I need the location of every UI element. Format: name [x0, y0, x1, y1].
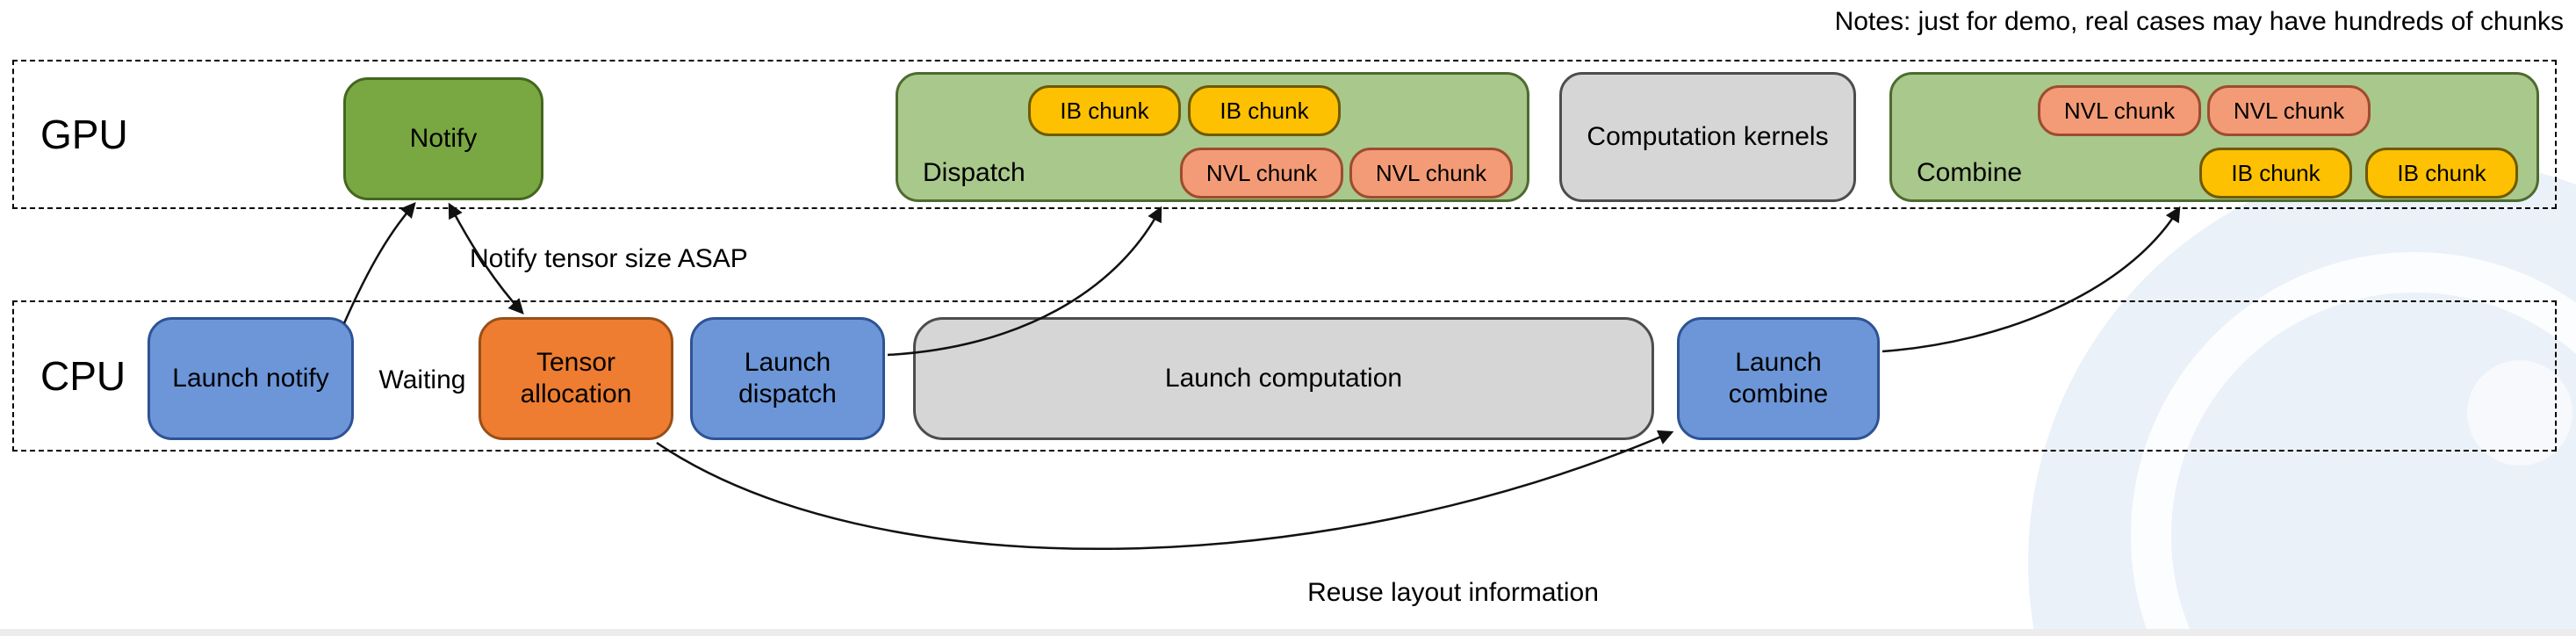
nvl-chunk-pill: NVL chunk: [1180, 148, 1343, 199]
notify-block: Notify: [343, 77, 543, 200]
nvl-chunk-pill: NVL chunk: [2207, 85, 2371, 136]
ib-chunk-pill: IB chunk: [1028, 85, 1181, 136]
note-text: Notes: just for demo, real cases may hav…: [1834, 7, 2564, 36]
cpu-lane-label: CPU: [40, 353, 126, 399]
computation-kernels-block: Computation kernels: [1559, 72, 1856, 202]
dispatch-group: Dispatch IB chunk IB chunk NVL chunk NVL…: [896, 72, 1529, 202]
launch-dispatch-block: Launch dispatch: [690, 317, 885, 440]
bottom-edge-band: [0, 629, 2576, 636]
nvl-chunk-pill: NVL chunk: [1349, 148, 1513, 199]
combine-group: Combine NVL chunk NVL chunk IB chunk IB …: [1889, 72, 2539, 202]
launch-notify-block: Launch notify: [148, 317, 354, 440]
launch-combine-block: Launch combine: [1677, 317, 1880, 440]
nvl-chunk-pill: NVL chunk: [2038, 85, 2201, 136]
ib-chunk-pill: IB chunk: [1188, 85, 1341, 136]
reuse-layout-label: Reuse layout information: [1307, 578, 1599, 607]
notify-tensor-size-label: Notify tensor size ASAP: [470, 244, 748, 273]
tensor-allocation-block: Tensor allocation: [479, 317, 673, 440]
gpu-lane-label: GPU: [40, 112, 128, 157]
launch-computation-block: Launch computation: [913, 317, 1654, 440]
dispatch-label: Dispatch: [923, 158, 1025, 187]
gpu-lane: GPU: [12, 60, 2557, 209]
ib-chunk-pill: IB chunk: [2365, 148, 2518, 199]
combine-label: Combine: [1917, 158, 2023, 187]
ib-chunk-pill: IB chunk: [2199, 148, 2352, 199]
waiting-label: Waiting: [378, 365, 466, 394]
